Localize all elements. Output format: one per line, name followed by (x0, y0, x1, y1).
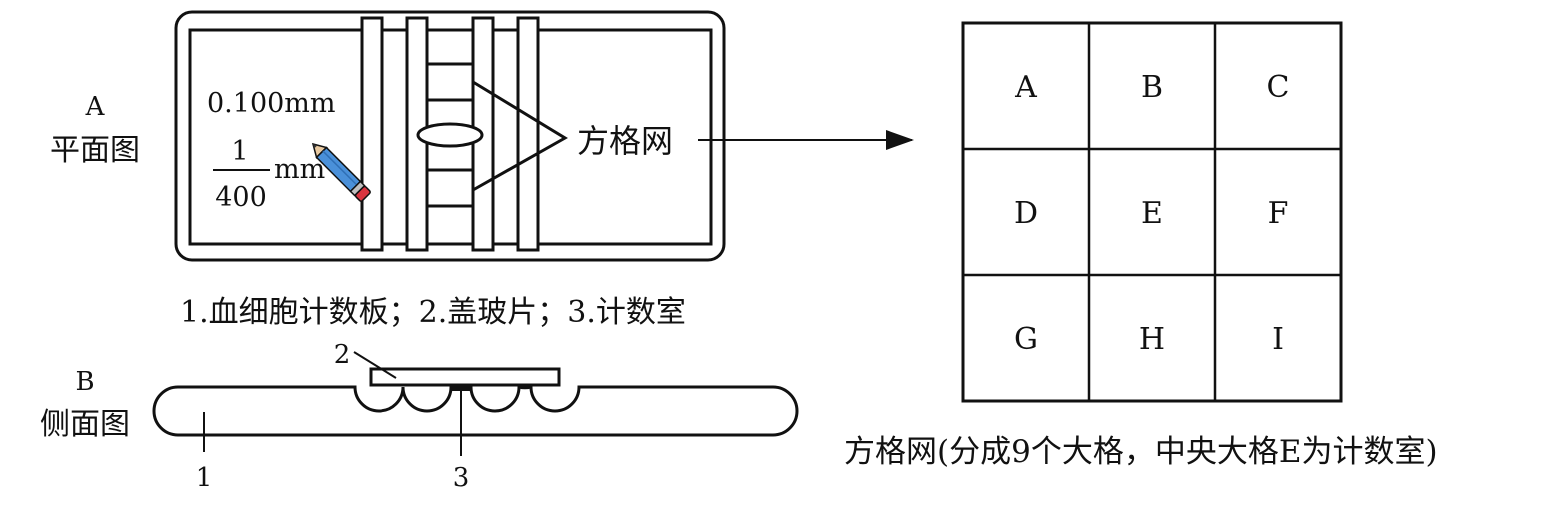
slide-side-profile (152, 385, 799, 437)
grid-cell-label: B (1141, 70, 1163, 105)
plan-view: A 平面图 方格网 0.100mm 1 400 mm (50, 10, 914, 262)
grid-cell-label: E (1141, 196, 1163, 231)
side-view-title: 侧面图 (40, 407, 130, 442)
callout-line-2 (353, 351, 397, 379)
grid-callout-label: 方格网 (577, 122, 673, 160)
grid-cell-label: A (1014, 70, 1037, 105)
slide-outer-border (174, 10, 726, 262)
grid-panel: A B C D E F G H I 方格网(分成9个大格，中央大格E为计数室) (844, 21, 1438, 470)
grid-cell-label: C (1267, 70, 1290, 105)
area-denominator: 400 (215, 182, 267, 213)
grid-cell-label: G (1014, 322, 1038, 357)
depth-label: 0.100mm (207, 88, 336, 119)
slide-bar (360, 16, 384, 252)
ladder-rungs (427, 62, 473, 208)
callout-3: 3 (453, 463, 470, 493)
slide-bar (516, 16, 540, 252)
grid-cell-label: F (1268, 196, 1289, 231)
grid-caption: 方格网(分成9个大格，中央大格E为计数室) (844, 434, 1438, 470)
area-numerator: 1 (231, 136, 248, 167)
grid-lines (963, 23, 1341, 401)
side-view-letter: B (75, 367, 94, 397)
side-view: B 侧面图 2 1 3 (40, 340, 799, 493)
grid-cell-label: D (1014, 196, 1038, 231)
counting-chamber (451, 384, 471, 391)
grid-cell-label: H (1139, 322, 1165, 357)
counting-chamber-oval (416, 122, 484, 148)
pencil-icon (311, 142, 371, 202)
grid-border (961, 21, 1343, 403)
area-unit: mm (274, 154, 325, 185)
plan-view-letter: A (85, 92, 106, 122)
grid-callout-lines (472, 80, 568, 192)
legend-caption: 1.血细胞计数板；2.盖玻片；3.计数室 (180, 295, 686, 330)
plan-view-title: 平面图 (50, 133, 140, 168)
grid-cell-label: I (1272, 322, 1284, 357)
slide-inner-border (188, 28, 713, 246)
cover-slip (369, 367, 561, 387)
callout-2: 2 (334, 340, 351, 370)
callout-1: 1 (196, 463, 213, 493)
